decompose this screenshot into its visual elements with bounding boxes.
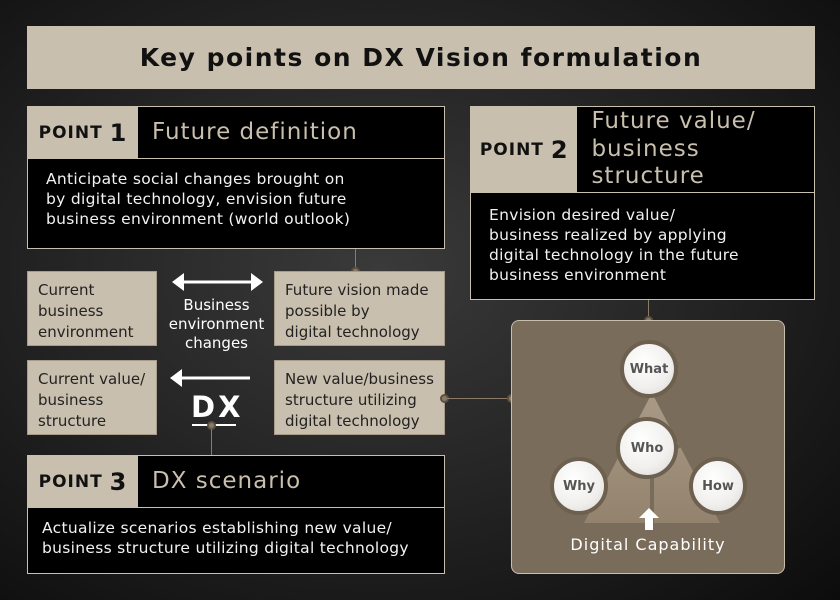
connector-line: [355, 249, 356, 271]
env-change-label: Business environment changes: [160, 296, 273, 353]
point-2-body-line: digital technology in the future: [489, 246, 739, 264]
point-1-card: POINT 1 Future definition Anticipate soci…: [27, 106, 445, 249]
box-line: structure: [38, 412, 107, 430]
point-2-body-line: business realized by applying: [489, 226, 727, 244]
circle-how-label: How: [702, 478, 734, 494]
point-3-header: POINT 3 DX scenario: [28, 456, 444, 508]
box-line: Future vision made: [285, 281, 429, 299]
point-2-number: 2: [550, 135, 569, 164]
point-3-body: Actualize scenarios establishing new val…: [28, 508, 444, 568]
point-2-title-line: business structure: [591, 135, 705, 190]
box-line: structure utilizing: [285, 391, 417, 409]
point-3-tag: POINT 3: [28, 456, 138, 507]
box-line: Current value/: [38, 370, 146, 388]
point-2-title: Future value/ business structure: [577, 107, 814, 192]
page-title: Key points on DX Vision formulation: [27, 26, 815, 89]
circle-who: Who: [616, 417, 678, 479]
point-2-body: Envision desired value/ business realize…: [471, 193, 814, 295]
point-1-number: 1: [109, 118, 128, 147]
env-change-line: environment: [168, 315, 265, 333]
left-arrow-icon: [170, 369, 250, 387]
box-line: New value/business: [285, 370, 434, 388]
future-vision-box: Future vision made possible by digital t…: [274, 271, 445, 346]
point-3-body-line: Actualize scenarios establishing new val…: [42, 519, 392, 537]
new-value-box: New value/business structure utilizing d…: [274, 360, 445, 435]
point-3-title: DX scenario: [152, 467, 302, 494]
point-3-number: 3: [109, 467, 128, 496]
current-value-box: Current value/ business structure: [27, 360, 157, 435]
circle-what-label: What: [629, 361, 669, 377]
connector-line: [447, 398, 510, 399]
point-3-card: POINT 3 DX scenario Actualize scenarios e…: [27, 455, 445, 574]
box-line: business: [38, 302, 104, 320]
connector-line: [211, 429, 212, 456]
connector-line: [648, 300, 649, 320]
point-1-body-line: by digital technology, envision future: [46, 190, 347, 208]
box-line: digital technology: [285, 412, 420, 430]
dx-label-text: DX: [191, 390, 244, 424]
digital-capability-panel: What Who Why How Digital Capability: [511, 320, 785, 574]
box-line: environment: [38, 323, 134, 341]
point-1-title: Future definition: [152, 118, 358, 145]
page-title-text: Key points on DX Vision formulation: [139, 43, 703, 72]
box-line: possible by: [285, 302, 370, 320]
point-1-header: POINT 1 Future definition: [28, 107, 444, 159]
point-2-header: POINT 2 Future value/ business structure: [471, 107, 814, 193]
point-2-tag: POINT 2: [471, 107, 578, 192]
point-1-body-line: business environment (world outlook): [46, 210, 351, 228]
box-line: digital technology: [285, 323, 420, 341]
circle-how: How: [689, 457, 747, 515]
env-change-line: Business: [183, 296, 250, 314]
circle-why: Why: [550, 457, 608, 515]
circle-what: What: [620, 340, 678, 398]
circle-who-label: Who: [630, 440, 664, 456]
point-2-tag-label: POINT: [479, 139, 544, 160]
digital-capability-text: Digital Capability: [570, 535, 726, 554]
point-2-body-line: Envision desired value/: [489, 206, 676, 224]
point-2-body-line: business environment: [489, 266, 667, 284]
current-business-environment-box: Current business environment: [27, 271, 157, 346]
point-2-title-line: Future value/: [591, 108, 756, 135]
point-1-body-line: Anticipate social changes brought on: [46, 170, 345, 188]
circle-why-label: Why: [562, 478, 596, 494]
double-arrow-icon: [172, 273, 263, 291]
digital-capability-label: Digital Capability: [512, 535, 784, 554]
env-change-line: changes: [184, 334, 249, 352]
point-1-body: Anticipate social changes brought on by …: [28, 159, 444, 239]
point-3-tag-label: POINT: [38, 471, 103, 492]
point-1-tag-label: POINT: [38, 122, 103, 143]
box-line: Current: [38, 281, 95, 299]
point-3-body-line: business structure utilizing digital tec…: [42, 539, 409, 557]
up-arrow-icon: [639, 508, 659, 530]
box-line: business: [38, 391, 104, 409]
dx-label: DX: [191, 390, 241, 424]
point-1-tag: POINT 1: [28, 107, 138, 158]
